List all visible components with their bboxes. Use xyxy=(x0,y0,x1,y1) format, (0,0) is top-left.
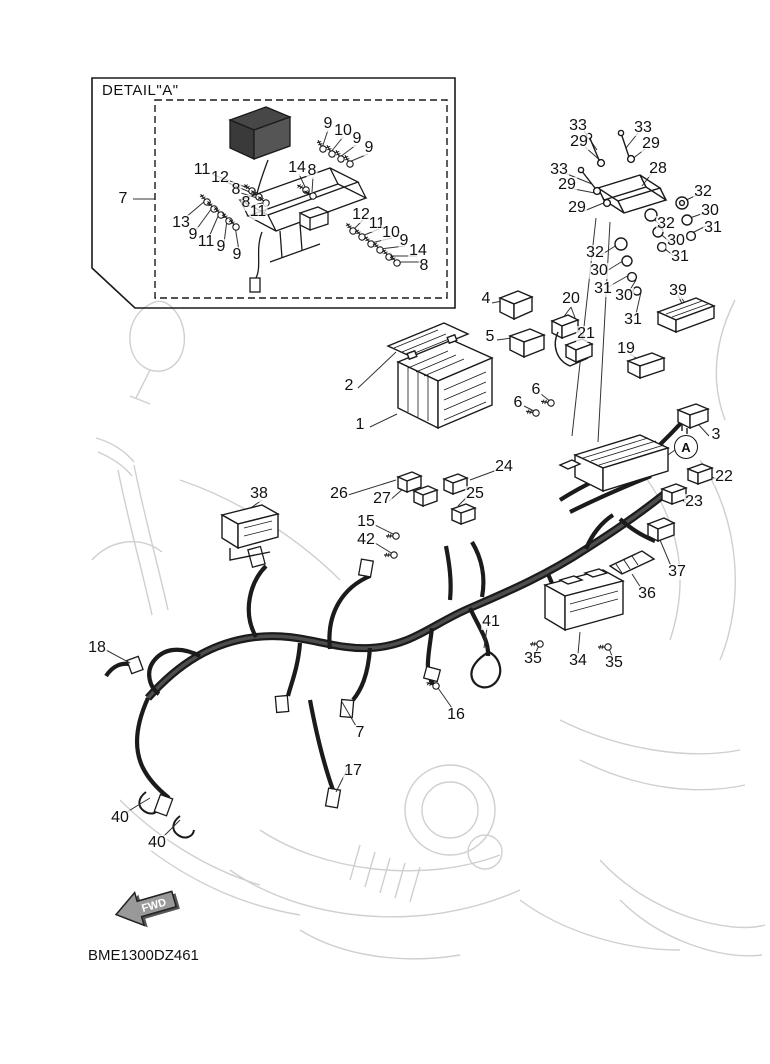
main-fasteners xyxy=(383,397,612,691)
motorcycle-silhouette xyxy=(91,299,766,960)
unit-38 xyxy=(220,504,280,561)
part-36 xyxy=(608,550,656,575)
bracket-28-assembly xyxy=(577,129,697,296)
connector-22 xyxy=(686,463,714,486)
battery xyxy=(396,333,494,430)
relay-20-21 xyxy=(550,314,594,367)
detail-a-box xyxy=(91,77,456,309)
relay-19 xyxy=(626,352,666,380)
components xyxy=(220,129,716,691)
connector-23 xyxy=(660,483,688,506)
connectors-24-27 xyxy=(396,471,477,526)
battery-pad xyxy=(386,322,470,358)
wire-harness xyxy=(104,421,683,839)
junction-unit xyxy=(558,434,670,493)
fwd-arrow: FWD xyxy=(114,890,180,928)
detail-relay-assembly xyxy=(228,106,368,293)
connector-5 xyxy=(508,328,546,359)
ecu-34 xyxy=(543,568,625,632)
unit-39 xyxy=(656,297,716,334)
connector-4 xyxy=(498,290,534,321)
connector-37 xyxy=(646,517,676,543)
connector-3 xyxy=(676,403,710,434)
